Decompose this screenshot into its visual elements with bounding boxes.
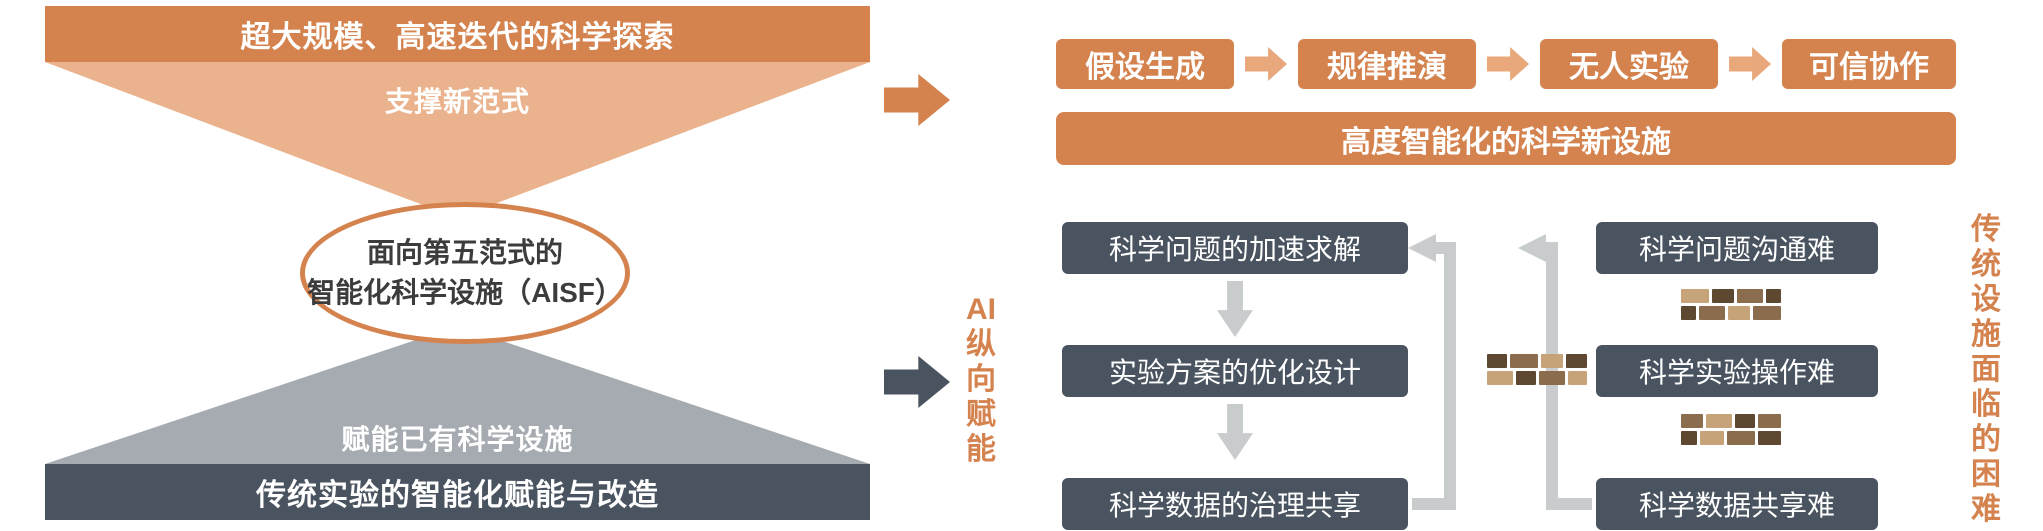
pipeline-step-deduction: 规律推演 bbox=[1298, 39, 1476, 89]
right-arrow-dark-icon bbox=[884, 356, 950, 408]
ai-label-char: 纵 bbox=[966, 328, 996, 361]
right-label-char: 的 bbox=[1971, 423, 2001, 456]
right-label-char: 传 bbox=[1971, 213, 2001, 246]
brick-wall-icon bbox=[1681, 289, 1781, 320]
pipeline-step-hypothesis: 假设生成 bbox=[1056, 39, 1234, 89]
ai-label-char: AI bbox=[966, 293, 996, 326]
right-label-char: 面 bbox=[1971, 353, 2001, 386]
funnel-label: 支撑新范式 bbox=[384, 86, 530, 117]
difficulty-box-data-sharing: 科学数据共享难 bbox=[1596, 478, 1878, 530]
pipeline-step-unmanned-experiment: 无人实验 bbox=[1540, 39, 1718, 89]
ai-label-char: 赋 bbox=[966, 398, 996, 431]
pipeline-arrow-icon bbox=[1487, 47, 1529, 81]
solution-box-experiment-design: 实验方案的优化设计 bbox=[1062, 345, 1408, 397]
pipeline-arrow-icon bbox=[1245, 47, 1287, 81]
traditional-difficulties-vertical-label: 传 统 设 施 面 临 的 困 难 bbox=[1966, 212, 2006, 527]
solution-box-problem-solving: 科学问题的加速求解 bbox=[1062, 222, 1408, 274]
solution-box-data-sharing: 科学数据的治理共享 bbox=[1062, 478, 1408, 530]
right-label-char: 统 bbox=[1971, 248, 2001, 281]
top-goal-bar: 超大规模、高速迭代的科学探索 bbox=[45, 6, 870, 62]
ai-label-char: 向 bbox=[966, 363, 996, 396]
difficulty-box-operation: 科学实验操作难 bbox=[1596, 345, 1878, 397]
pipeline-step-trusted-collaboration: 可信协作 bbox=[1782, 39, 1956, 89]
right-label-char: 设 bbox=[1971, 283, 2001, 316]
right-arrow-orange-icon bbox=[884, 74, 950, 126]
difficulty-arrowhead-icon bbox=[1518, 234, 1546, 262]
bottom-base-bar: 传统实验的智能化赋能与改造 bbox=[45, 464, 870, 520]
right-label-char: 困 bbox=[1971, 458, 2001, 491]
aisf-ellipse-line2: 智能化科学设施（AISF） bbox=[307, 277, 623, 308]
right-label-char: 临 bbox=[1971, 388, 2001, 421]
down-arrow-icon bbox=[1217, 281, 1253, 337]
down-arrow-icon bbox=[1217, 404, 1253, 460]
brick-wall-icon bbox=[1681, 414, 1781, 445]
pipeline-arrow-icon bbox=[1729, 47, 1771, 81]
difficulty-box-communication: 科学问题沟通难 bbox=[1596, 222, 1878, 274]
brick-wall-icon bbox=[1487, 354, 1587, 385]
intelligent-facility-banner: 高度智能化的科学新设施 bbox=[1056, 112, 1956, 165]
right-label-char: 难 bbox=[1971, 493, 2001, 526]
feedback-loop-line bbox=[1412, 242, 1456, 510]
triangle-label: 赋能已有科学设施 bbox=[341, 424, 574, 455]
right-label-char: 施 bbox=[1971, 318, 2001, 351]
ai-label-char: 能 bbox=[966, 433, 996, 466]
ai-vertical-empowerment-label: AI 纵 向 赋 能 bbox=[958, 292, 1004, 467]
feedback-arrowhead-icon bbox=[1408, 234, 1436, 262]
aisf-ellipse: 面向第五范式的 智能化科学设施（AISF） bbox=[300, 202, 630, 344]
aisf-ellipse-line1: 面向第五范式的 bbox=[366, 237, 563, 268]
